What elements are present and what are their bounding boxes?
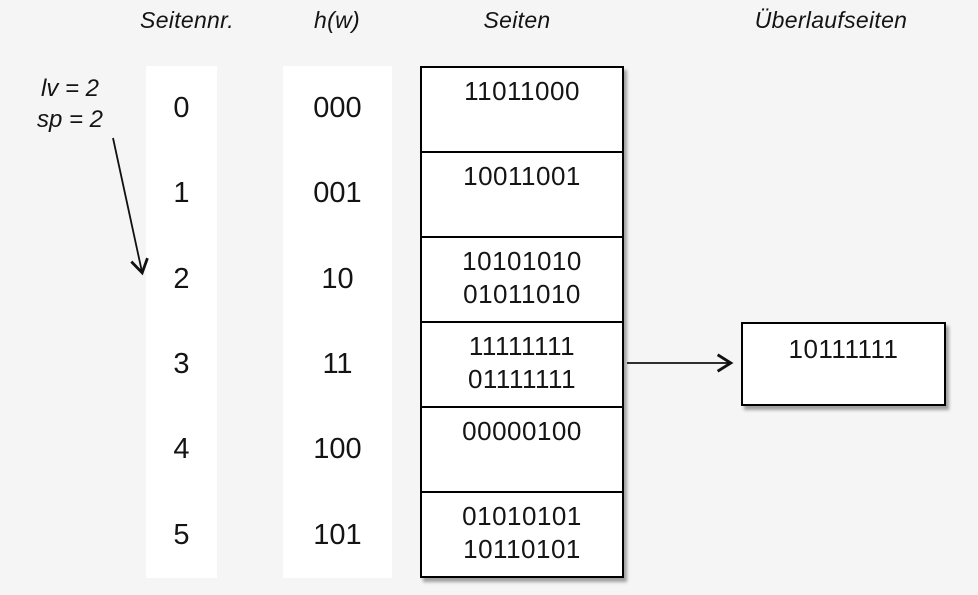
hash-value: 100 [313,433,362,466]
page-entry: 00000100 [462,416,582,446]
page-entry: 11111111 [468,331,576,361]
level-splitpointer-annotation: lv = 2 sp = 2 [20,73,120,135]
overflow-page-box: 10111111 [741,322,946,406]
split-pointer-arrow [112,137,149,276]
header-page-number: Seitennr. [140,7,234,33]
hash-value: 000 [313,92,362,125]
split-pointer-value: sp = 2 [36,106,104,133]
page-cell-2: 10101010 01011010 [422,238,622,323]
page-cell-4: 00000100 [422,408,622,493]
hash-value: 001 [313,177,362,210]
header-hash-function: h(w) [314,7,360,33]
pages-table: 11011000 10011001 10101010 01011010 1111… [420,66,624,578]
page-number: 4 [173,433,190,466]
header-pages: Seiten [483,7,551,33]
hash-value: 10 [321,262,354,295]
page-number: 1 [173,177,190,210]
page-cell-0: 11011000 [422,68,622,153]
hash-value: 101 [313,518,362,551]
page-cell-3: 11111111 01111111 [422,323,622,408]
page-number-column: 0 1 2 3 4 5 [146,66,217,578]
page-entry: 10011001 [463,161,581,191]
page-entry: 10110101 [463,534,581,564]
page-number: 3 [173,348,190,381]
header-overflow-pages: Überlaufseiten [754,7,908,33]
page-entry: 01111111 [467,364,577,394]
page-number: 5 [173,518,190,551]
hash-value-column: 000 001 10 11 100 101 [283,66,392,578]
level-value: lv = 2 [40,75,100,102]
overflow-page-entry: 10111111 [788,334,899,364]
page-cell-5: 01010101 10110101 [422,493,622,576]
page-entry: 11011000 [464,76,580,106]
hash-value: 11 [322,348,353,381]
page-number: 2 [173,262,190,295]
page-entry: 10101010 [462,246,582,276]
page-entry: 01010101 [462,501,582,531]
page-entry: 01011010 [463,279,581,309]
page-cell-1: 10011001 [422,153,622,238]
page-number: 0 [173,92,190,125]
